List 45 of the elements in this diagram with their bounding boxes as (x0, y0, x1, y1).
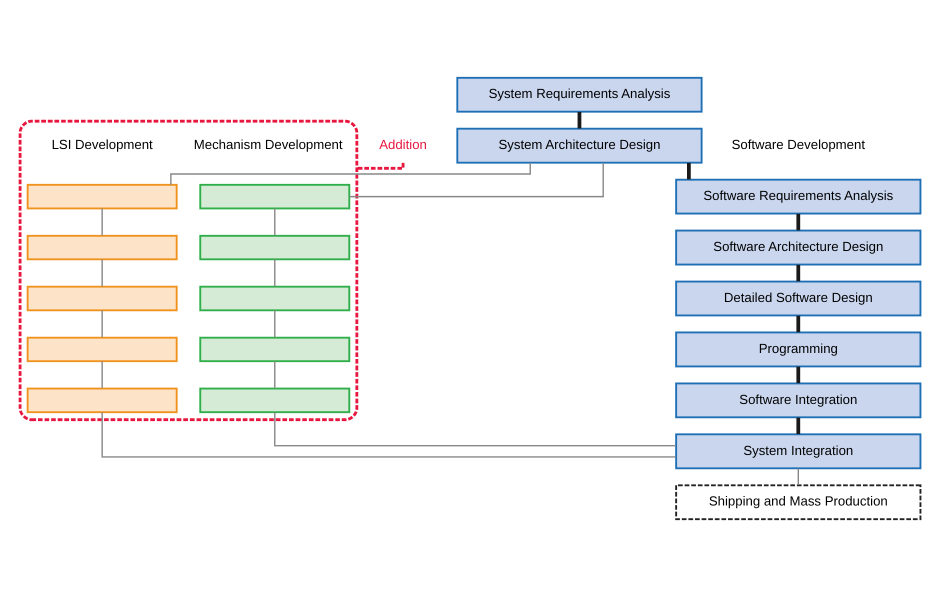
connector (274, 360, 276, 388)
node-box: Software Requirements Analysis (675, 178, 922, 214)
node-box (26, 387, 178, 413)
node-box (26, 336, 178, 362)
node-box (199, 234, 350, 260)
node-box: Shipping and Mass Production (675, 484, 922, 520)
node-box: Detailed Software Design (675, 280, 922, 316)
node-box (199, 285, 350, 311)
label: Software Development (732, 136, 866, 152)
connector (578, 112, 582, 128)
node-box (26, 183, 178, 209)
node-box (26, 285, 178, 311)
node-box: Programming (675, 331, 922, 367)
cluster (18, 119, 358, 421)
node-box (199, 387, 350, 413)
connector (796, 366, 800, 383)
node-box (199, 183, 350, 209)
connector (101, 208, 103, 235)
node-box (26, 234, 178, 260)
connector (101, 258, 103, 286)
label: LSI Development (52, 136, 153, 152)
connector (274, 208, 276, 235)
node-box: System Architecture Design (456, 127, 703, 164)
node-box: Software Architecture Design (675, 229, 922, 265)
connector (796, 264, 800, 281)
node-text: Addition (379, 136, 427, 152)
connector (687, 162, 691, 179)
connector (274, 412, 676, 446)
connector (101, 412, 676, 458)
connector (101, 310, 103, 337)
connector (796, 315, 800, 332)
connector (274, 258, 276, 286)
node-box: Software Integration (675, 382, 922, 418)
label: Mechanism Development (194, 136, 343, 152)
connector (796, 417, 800, 434)
node-box (199, 336, 350, 362)
connector (170, 162, 531, 184)
connector (274, 310, 276, 337)
node-box: System Requirements Analysis (456, 76, 703, 112)
connector (356, 162, 404, 170)
connector (349, 162, 604, 197)
connector (798, 468, 799, 485)
connector (796, 213, 800, 230)
node-box: System Integration (675, 432, 922, 469)
connector (101, 360, 103, 388)
